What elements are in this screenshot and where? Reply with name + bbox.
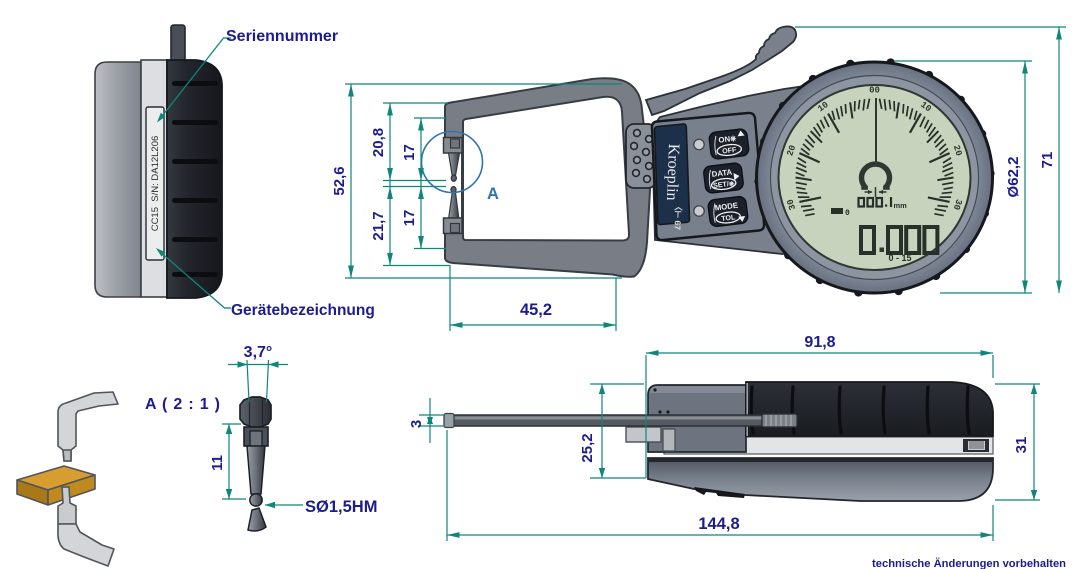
svg-text:25,2: 25,2 xyxy=(579,433,596,462)
svg-text:17: 17 xyxy=(401,210,418,227)
svg-text:OFF: OFF xyxy=(722,146,738,156)
svg-text:45,2: 45,2 xyxy=(520,301,552,319)
svg-text:mm: mm xyxy=(894,201,908,210)
svg-text:52,6: 52,6 xyxy=(331,166,348,195)
svg-text:technische Änderungen vorbehal: technische Änderungen vorbehalten xyxy=(872,557,1066,569)
svg-text:ON⎈: ON⎈ xyxy=(718,134,738,145)
svg-text:11: 11 xyxy=(209,455,226,471)
svg-text:CC15 S/N: DA12L206: CC15 S/N: DA12L206 xyxy=(150,136,161,232)
svg-text:TOL: TOL xyxy=(721,213,737,223)
svg-text:3: 3 xyxy=(408,420,425,428)
svg-text:20: 20 xyxy=(951,144,964,157)
svg-text:SØ1,5HM: SØ1,5HM xyxy=(305,498,377,516)
svg-text:30: 30 xyxy=(951,198,964,211)
svg-text:DATA: DATA xyxy=(711,167,733,178)
svg-text:30: 30 xyxy=(785,198,798,211)
svg-text:Seriennummer: Seriennummer xyxy=(226,28,338,45)
svg-text:SET/⎈: SET/⎈ xyxy=(713,179,736,190)
svg-text:Gerätebezeichnung: Gerätebezeichnung xyxy=(231,302,375,319)
svg-text:3,7°: 3,7° xyxy=(244,344,273,361)
svg-text:A ( 2 : 1 ): A ( 2 : 1 ) xyxy=(145,396,221,413)
svg-text:71: 71 xyxy=(1039,152,1056,169)
svg-text:91,8: 91,8 xyxy=(804,334,835,351)
svg-text:20,8: 20,8 xyxy=(370,128,387,157)
svg-text:00: 00 xyxy=(869,86,880,96)
svg-text:MODE: MODE xyxy=(714,201,738,213)
svg-text:A: A xyxy=(487,185,499,203)
svg-text:0 - 15: 0 - 15 xyxy=(888,253,911,263)
svg-text:17: 17 xyxy=(401,144,418,161)
svg-text:20: 20 xyxy=(785,144,798,157)
svg-text:0: 0 xyxy=(845,209,850,218)
svg-text:〈⊢ 67: 〈⊢ 67 xyxy=(673,202,684,230)
svg-text:21,7: 21,7 xyxy=(370,211,387,240)
svg-text:31: 31 xyxy=(1013,437,1030,454)
svg-text:Ø62,2: Ø62,2 xyxy=(1005,157,1022,198)
svg-text:144,8: 144,8 xyxy=(698,515,739,533)
svg-text:Kroeplin: Kroeplin xyxy=(663,143,682,200)
